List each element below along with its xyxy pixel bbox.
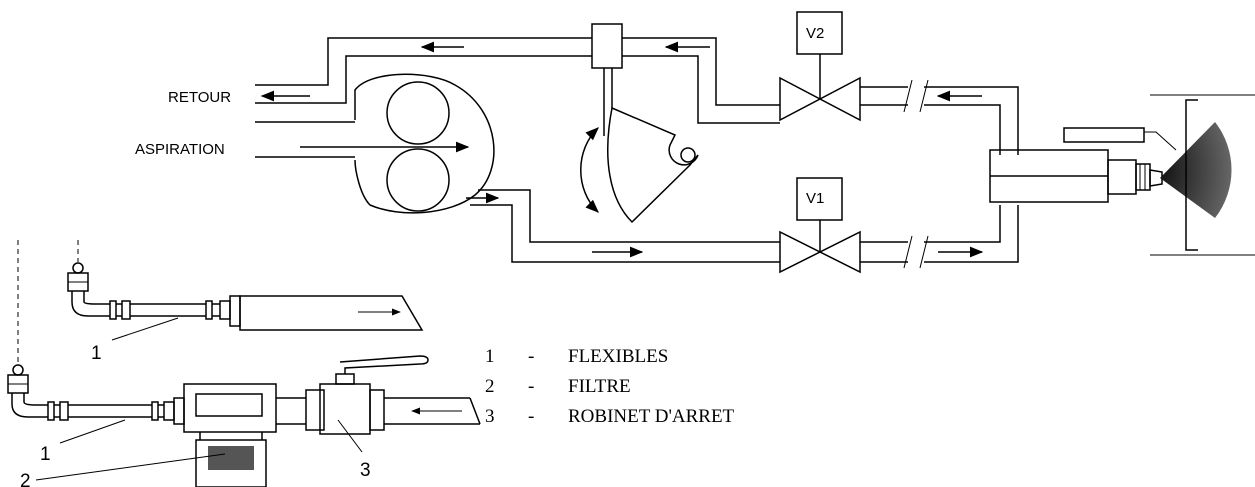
valve-v1-label: V1 bbox=[806, 190, 824, 207]
pipe-break-top bbox=[903, 79, 929, 113]
legend-item-2-dash: - bbox=[528, 376, 534, 397]
legend-item-3-dash: - bbox=[528, 406, 534, 427]
combustion-chamber-wall bbox=[1150, 94, 1255, 256]
valve-v1: V1 bbox=[779, 177, 861, 274]
callout-robinet: 3 bbox=[360, 460, 371, 481]
spray-cone-icon bbox=[1160, 122, 1232, 218]
suction-pipe bbox=[255, 121, 470, 158]
pipe-break-bottom bbox=[903, 235, 929, 269]
legend-item-1-num: 1 bbox=[485, 346, 495, 367]
nozzle-assembly bbox=[989, 122, 1232, 218]
legend-item-3-num: 3 bbox=[485, 406, 495, 427]
pressure-regulator bbox=[580, 23, 699, 224]
shutoff-valve-body bbox=[319, 383, 371, 435]
callout-flexibles-bottom: 1 bbox=[40, 444, 51, 465]
legend-item-1-dash: - bbox=[528, 346, 534, 367]
aspiration-label: ASPIRATION bbox=[135, 141, 225, 158]
filter-body bbox=[183, 383, 277, 433]
callout-flexibles-top: 1 bbox=[91, 343, 102, 364]
legend: 1 - FLEXIBLES 2 - FILTRE 3 - ROBINET D'A… bbox=[485, 346, 735, 427]
valve-v2: V2 bbox=[779, 11, 861, 122]
flow-arrows bbox=[260, 41, 984, 258]
legend-item-3-text: ROBINET D'ARRET bbox=[568, 406, 735, 427]
legend-item-2-text: FILTRE bbox=[568, 376, 631, 397]
callout-filtre: 2 bbox=[20, 471, 31, 487]
suction-hose-detail bbox=[7, 240, 481, 487]
legend-item-1-text: FLEXIBLES bbox=[568, 346, 668, 367]
legend-item-2-num: 2 bbox=[485, 376, 495, 397]
retour-label: RETOUR bbox=[168, 89, 231, 106]
filter-cartridge bbox=[208, 446, 254, 470]
return-hose-detail bbox=[67, 240, 424, 341]
supply-pipe bbox=[470, 189, 1019, 263]
valve-v2-label: V2 bbox=[806, 25, 824, 42]
gear-pump bbox=[354, 73, 495, 214]
return-pipe bbox=[255, 37, 1019, 155]
